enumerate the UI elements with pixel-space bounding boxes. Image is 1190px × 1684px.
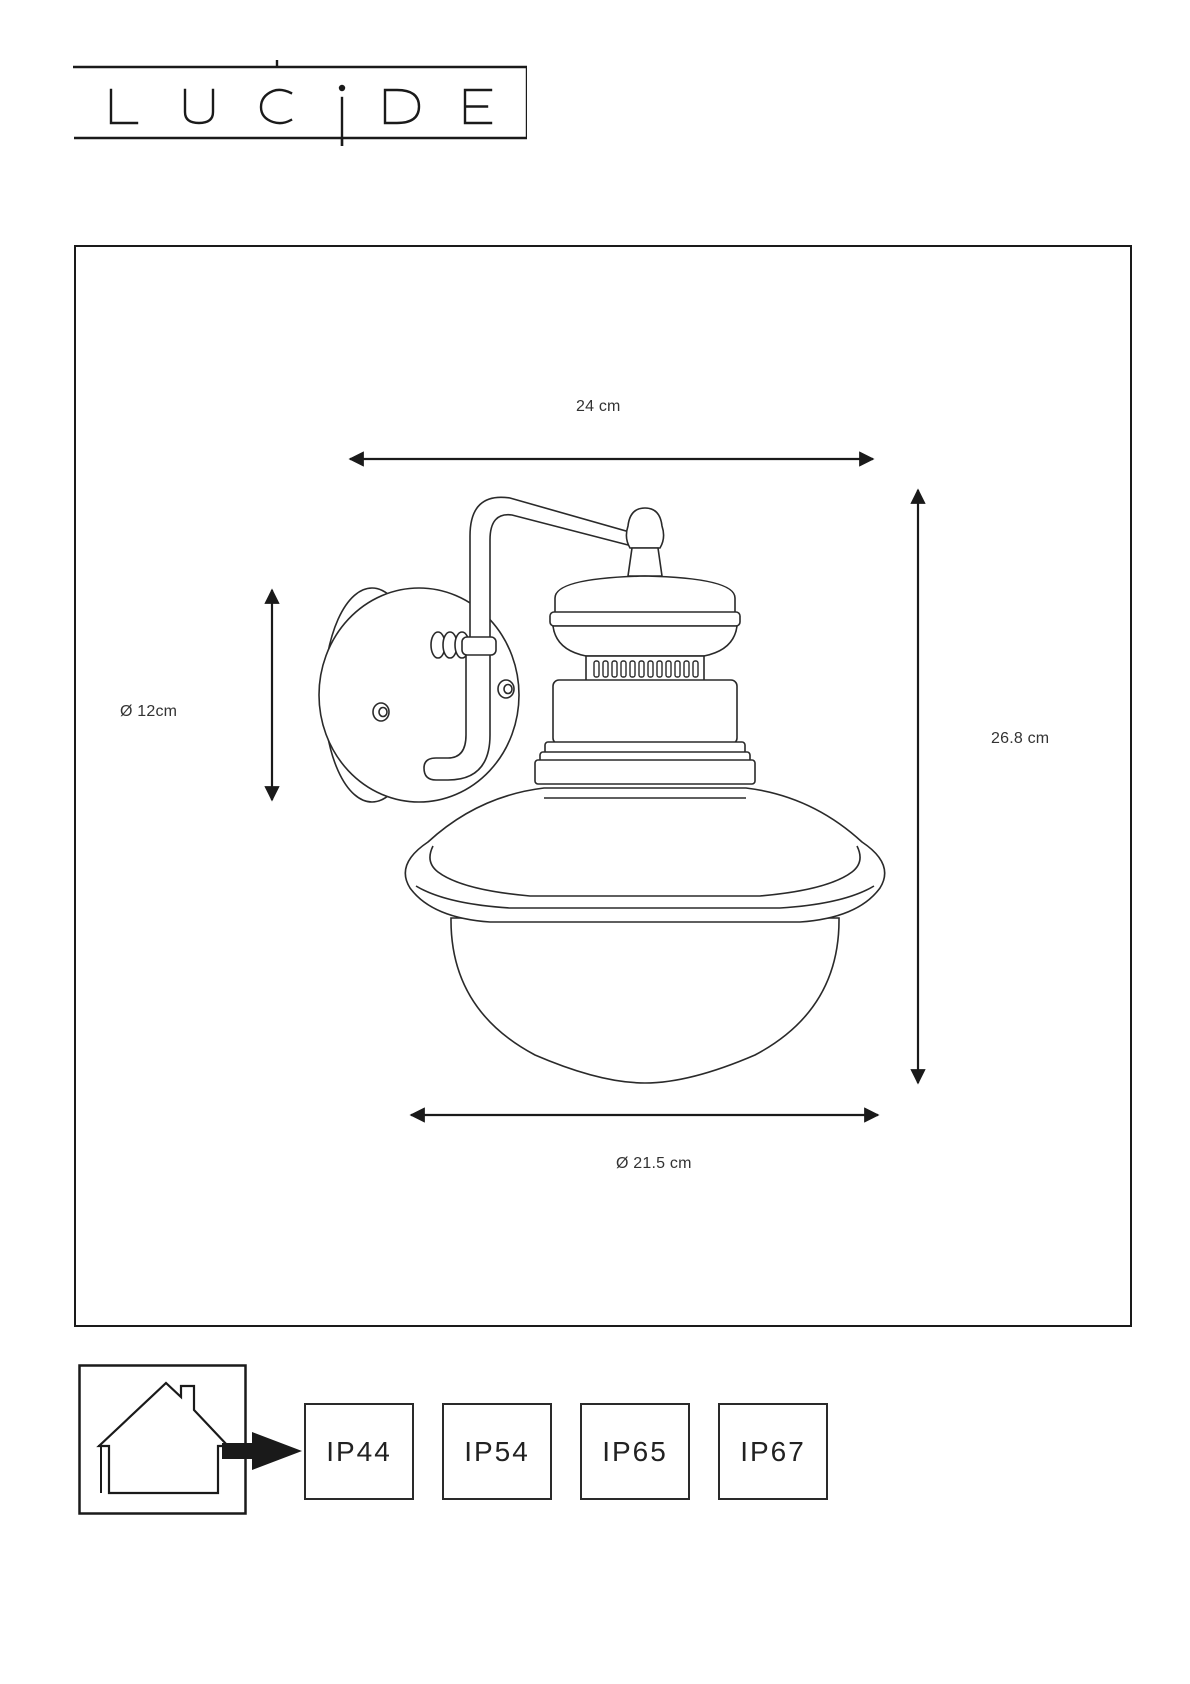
top-cap — [555, 576, 735, 614]
body-collar — [535, 760, 755, 784]
finial — [626, 508, 663, 548]
shade — [405, 788, 884, 922]
lamp-outline — [319, 497, 885, 1083]
ip-rating-box: IP67 — [718, 1403, 828, 1500]
backplate-diameter-label: Ø 12cm — [120, 703, 177, 721]
arrow-right-icon — [222, 1432, 304, 1470]
shade-diameter-label: Ø 21.5 cm — [616, 1155, 692, 1173]
height-label: 26.8 cm — [991, 730, 1049, 748]
ip-rating-box: IP65 — [580, 1403, 690, 1500]
ip-rating-box: IP44 — [304, 1403, 414, 1500]
ip-rating-box: IP54 — [442, 1403, 552, 1500]
globe — [451, 918, 839, 1083]
width-label: 24 cm — [576, 398, 621, 416]
lamp-body — [553, 680, 737, 744]
